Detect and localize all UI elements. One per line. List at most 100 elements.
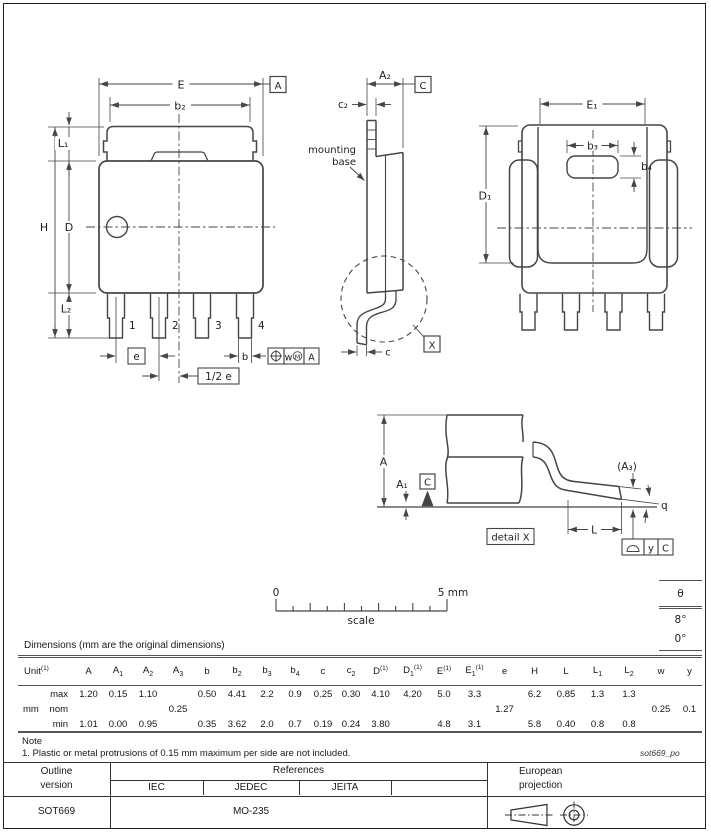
dim-half-e-label: 1/2 e	[205, 371, 232, 383]
dim-value-cell: 0.95	[138, 718, 158, 730]
dim-c-label: c	[385, 348, 391, 359]
dim-b4-label: b₄	[641, 161, 652, 173]
dim-e-pitch	[100, 347, 175, 365]
dim-b2-label: b₂	[174, 100, 185, 113]
dim-value-cell: 1.01	[79, 718, 98, 730]
tol-datum-label: A	[308, 353, 315, 364]
dim-value-cell: 0.25	[651, 703, 671, 715]
pin-number-3: 3	[215, 320, 222, 332]
dim-value-cell: 3.1	[467, 718, 482, 730]
footer-hline-2	[110, 780, 487, 781]
side-extension-lines	[356, 78, 404, 356]
tol-y-label: y	[648, 544, 654, 555]
scale-ticks	[275, 599, 448, 611]
dim-value-cell	[337, 701, 365, 716]
outline-version-value: SOT669	[37, 806, 76, 817]
dim-value-cell: 4.20	[403, 688, 422, 700]
dim-value-cell: 0.8	[622, 718, 636, 730]
front-tab-outline	[102, 125, 258, 161]
dim-row-label-max: max	[50, 688, 69, 700]
tol-w-label: w	[285, 353, 293, 364]
outline-version-header-2: version	[40, 780, 73, 791]
front-view: E A b₂ L₁ H D L	[40, 75, 320, 385]
detail-caption-label: detail X	[491, 533, 529, 544]
dim-value-cell: 3.80	[371, 718, 390, 730]
theta-header: θ	[659, 580, 702, 606]
drawing-reference-id: sot669_po	[640, 748, 680, 758]
back-extension-lines	[479, 98, 646, 264]
pin-number-2: 2	[172, 320, 179, 332]
back-side-bar-left	[508, 159, 539, 268]
dim-value-cell	[582, 701, 613, 716]
dim-col-header-d1: D1(1)	[396, 658, 430, 687]
back-side-bar-right	[648, 159, 679, 268]
theta-max-value: 8°	[674, 614, 687, 626]
back-pins	[519, 293, 666, 331]
dim-value-cell	[309, 701, 337, 716]
dim-value-cell: 0.8	[590, 718, 605, 730]
dim-col-header-a1: A1	[103, 658, 134, 687]
theta-min-value: 0°	[659, 629, 702, 651]
dim-value-cell: 0.25	[313, 688, 333, 700]
dim-row-label-nom: nom	[49, 703, 69, 715]
tol-y-datum-label: C	[662, 544, 669, 555]
detail-x-leader	[412, 324, 425, 338]
dim-value-cell	[74, 701, 103, 716]
detail-x-flag	[423, 335, 441, 353]
dim-value-cell: 0.9	[288, 688, 302, 700]
dim-value-cell: 2.0	[260, 718, 274, 730]
dim-e-label: e	[133, 351, 139, 363]
datum-triangle-icon	[421, 490, 434, 507]
dim-unit-value: mm	[23, 703, 39, 715]
front-body-bump	[150, 151, 209, 162]
back-inner-outline	[537, 127, 648, 264]
dim-col-header-c2: c2	[337, 658, 366, 687]
dim-A2-label: A₂	[379, 69, 391, 82]
mounting-base-label-1: mounting	[308, 145, 356, 156]
dim-value-cell: 1.27	[495, 703, 514, 715]
dim-L-label: L	[591, 525, 597, 537]
seating-plane-symbol-icon	[626, 545, 640, 552]
dim-value-cell: 5.8	[527, 718, 542, 730]
datum-A-label: A	[275, 81, 282, 92]
dim-value-cell: 1.20	[79, 688, 98, 700]
dim-value-cell	[396, 701, 429, 716]
dim-value-cell	[396, 716, 429, 731]
dim-value-cell	[163, 686, 193, 702]
tol-m-label: M	[295, 353, 301, 361]
flatness-tolerance-frame	[621, 538, 674, 556]
dim-value-cell: 6.2	[527, 688, 542, 700]
dim-value-cell	[490, 716, 519, 731]
dim-value-cell: 0.19	[313, 718, 333, 730]
dim-value-cell: 1.10	[138, 688, 158, 700]
footer-reference-table: Outline version References IEC JEDEC JEI…	[3, 762, 706, 829]
dim-b2	[110, 98, 250, 111]
dim-q	[642, 484, 652, 524]
dim-value-cell	[645, 716, 677, 731]
dim-value-cell	[221, 701, 253, 716]
dim-value-cell	[163, 716, 193, 731]
dim-value-cell: 0.00	[108, 718, 128, 730]
outline-version-header-1: Outline	[40, 766, 73, 777]
ref-col-iec: IEC	[148, 782, 165, 793]
dim-A-label: A	[380, 456, 388, 469]
footer-vline-iec	[203, 780, 204, 795]
dim-col-header-e: e	[490, 658, 520, 687]
detail-datum-C-flag	[419, 473, 436, 490]
detail-datum-C-label: C	[424, 478, 431, 489]
dim-col-header-a3: A3	[163, 658, 194, 687]
dim-col-header-b4: b4	[281, 658, 310, 687]
footer-vline-jedec	[299, 780, 300, 795]
dim-L1-label: L₁	[58, 137, 69, 150]
dim-col-header-a2: A2	[133, 658, 164, 687]
dim-value-cell: 5.0	[437, 688, 451, 700]
dim-value-cell: 4.10	[371, 688, 390, 700]
projection-header-2: projection	[519, 780, 563, 791]
dim-H-label: H	[40, 221, 48, 234]
dim-col-header-w: w	[645, 658, 678, 687]
dim-b-label: b	[242, 352, 248, 363]
back-body-outline	[521, 124, 668, 294]
scale-end-label: 5 mm	[438, 587, 468, 599]
